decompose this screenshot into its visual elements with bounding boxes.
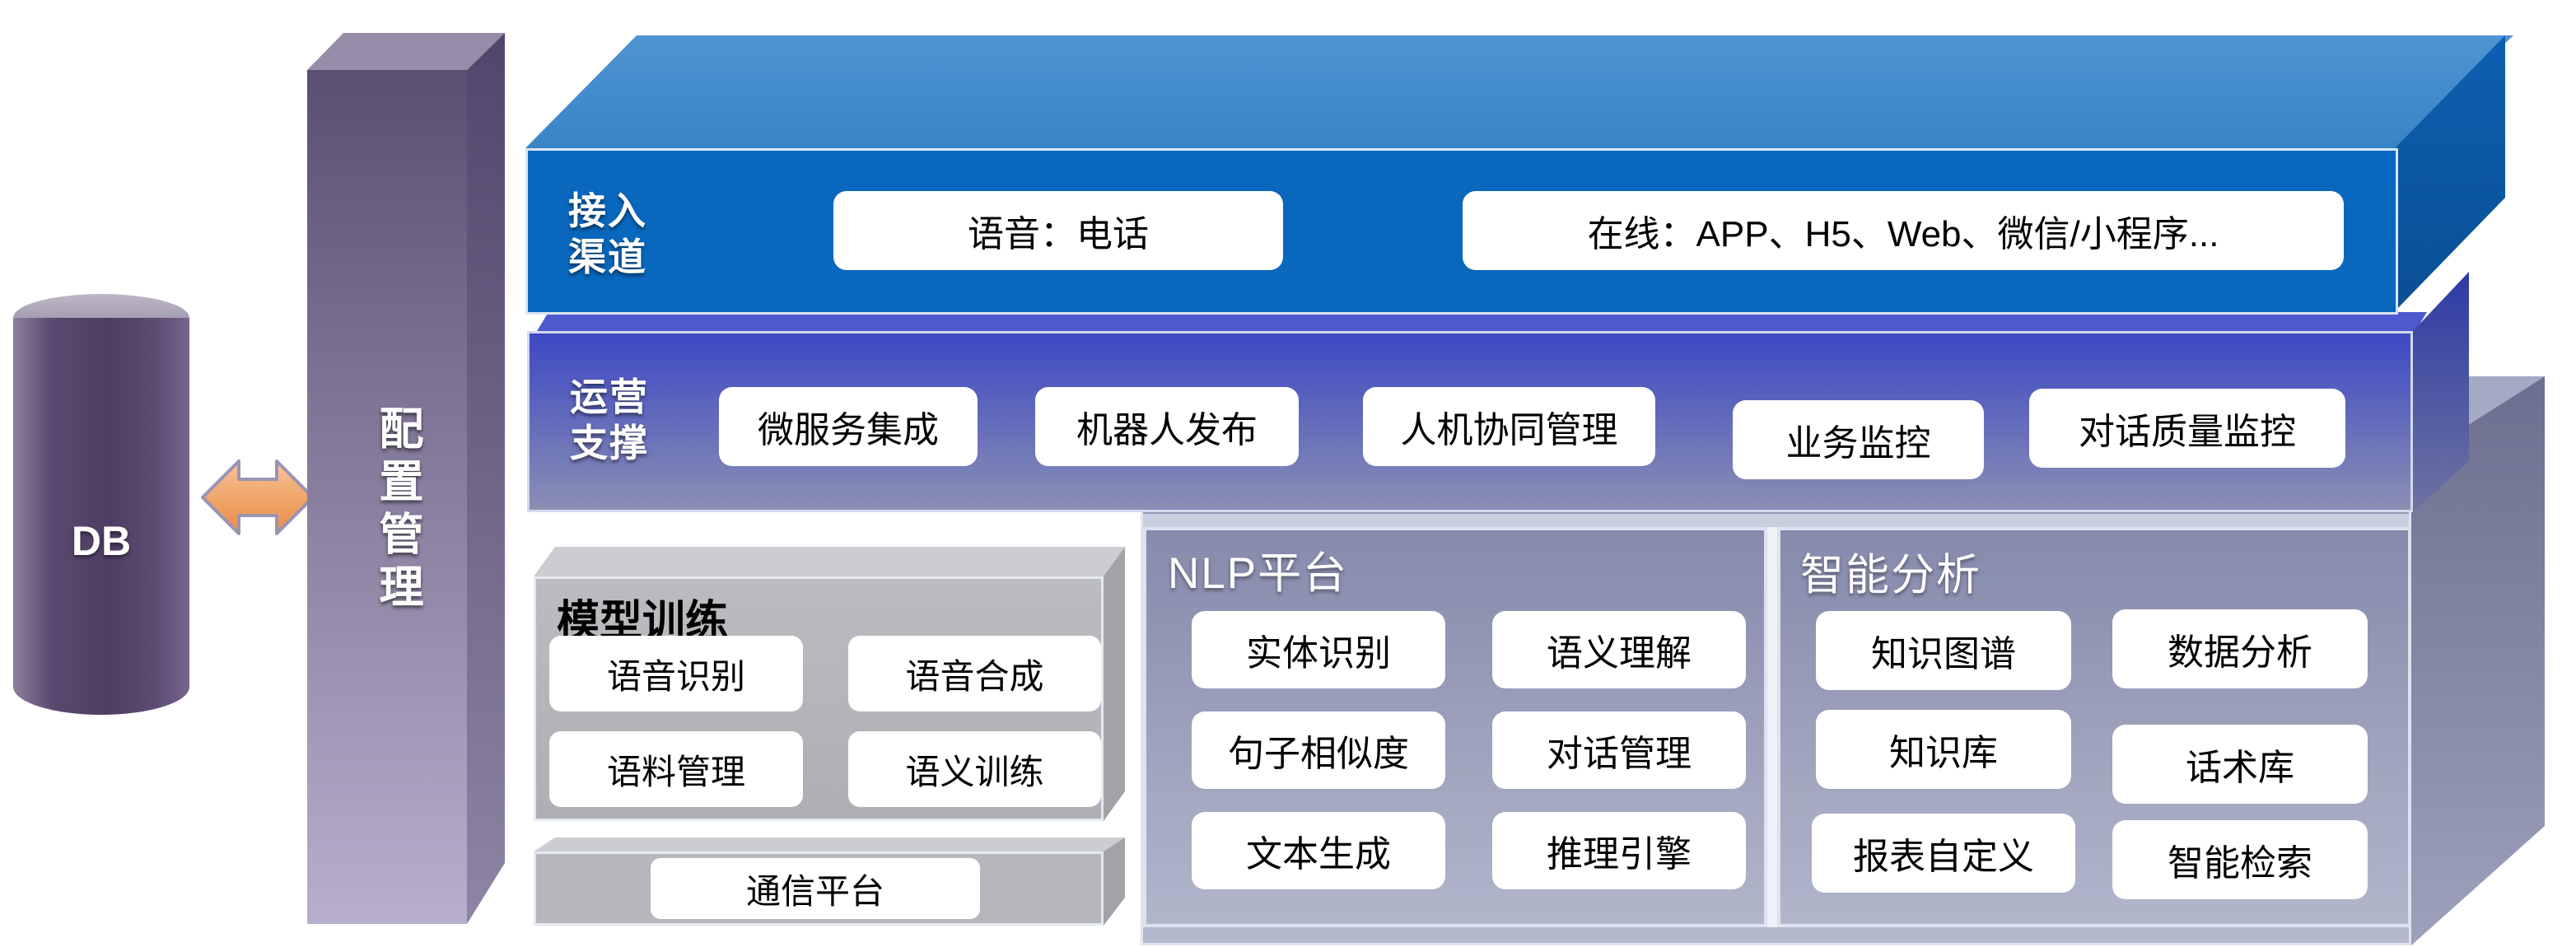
nlp-text-generation-button[interactable]: 文本生成 bbox=[1192, 812, 1445, 889]
access-bar-label-line2: 渠道 bbox=[568, 236, 647, 278]
config-bar-side-face bbox=[467, 33, 505, 924]
ai-knowledge-base-button[interactable]: 知识库 bbox=[1816, 710, 2071, 789]
ops-business-monitor-button[interactable]: 业务监控 bbox=[1733, 400, 1984, 479]
access-bar-top-face bbox=[525, 35, 2513, 148]
model-corpus-management-button[interactable]: 语料管理 bbox=[549, 731, 803, 807]
model-semantic-training-button[interactable]: 语义训练 bbox=[848, 731, 1101, 807]
comm-platform-button[interactable]: 通信平台 bbox=[651, 858, 980, 919]
config-bar bbox=[307, 70, 467, 924]
ops-bot-publish-button[interactable]: 机器人发布 bbox=[1035, 387, 1299, 466]
access-voice-phone-button[interactable]: 语音：电话 bbox=[833, 191, 1283, 270]
ai-knowledge-graph-button[interactable]: 知识图谱 bbox=[1816, 611, 2071, 690]
ai-custom-report-button[interactable]: 报表自定义 bbox=[1812, 814, 2075, 893]
config-bar-top-face bbox=[307, 33, 505, 70]
ops-bar-top-face bbox=[537, 312, 2427, 331]
model-box-side-face bbox=[1104, 547, 1125, 821]
nlp-entity-recognition-button[interactable]: 实体识别 bbox=[1192, 611, 1445, 688]
model-speech-recognition-button[interactable]: 语音识别 bbox=[549, 636, 803, 711]
ai-data-analysis-button[interactable]: 数据分析 bbox=[2112, 609, 2368, 688]
nlp-sentence-similarity-button[interactable]: 句子相似度 bbox=[1192, 711, 1445, 789]
db-cylinder-icon bbox=[13, 318, 189, 715]
config-bar-label: 配置管理 bbox=[372, 405, 422, 616]
model-speech-synthesis-button[interactable]: 语音合成 bbox=[848, 636, 1101, 711]
access-bar-label: 接入 渠道 bbox=[568, 188, 647, 280]
ops-dialog-quality-monitor-button[interactable]: 对话质量监控 bbox=[2029, 389, 2345, 468]
nlp-inference-engine-button[interactable]: 推理引擎 bbox=[1492, 812, 1746, 889]
ai-script-library-button[interactable]: 话术库 bbox=[2112, 725, 2368, 804]
ops-bar-label-line2: 支撑 bbox=[570, 422, 649, 464]
sync-arrow-icon bbox=[199, 451, 316, 543]
panel-nlp-title: NLP平台 bbox=[1168, 549, 1349, 598]
comm-box-top-face bbox=[534, 837, 1125, 851]
access-online-channels-button[interactable]: 在线：APP、H5、Web、微信/小程序... bbox=[1463, 191, 2344, 270]
ops-bar-label-line1: 运营 bbox=[570, 376, 649, 418]
panel-ai-title: 智能分析 bbox=[1800, 551, 1981, 599]
db-label: DB bbox=[71, 518, 132, 564]
access-bar-label-line1: 接入 bbox=[568, 189, 647, 232]
ops-human-machine-collab-button[interactable]: 人机协同管理 bbox=[1363, 387, 1655, 466]
comm-box-side-face bbox=[1104, 837, 1125, 926]
nlp-dialog-management-button[interactable]: 对话管理 bbox=[1492, 711, 1746, 789]
ops-microservice-integration-button[interactable]: 微服务集成 bbox=[719, 387, 978, 466]
model-box-top-face bbox=[534, 547, 1125, 576]
ai-smart-search-button[interactable]: 智能检索 bbox=[2112, 820, 2368, 899]
panel-divider bbox=[1767, 527, 1777, 927]
bottom-block-ledge bbox=[1143, 514, 2409, 527]
ops-bar-label: 运营 支撑 bbox=[570, 374, 649, 466]
nlp-semantic-understanding-button[interactable]: 语义理解 bbox=[1492, 611, 1746, 688]
